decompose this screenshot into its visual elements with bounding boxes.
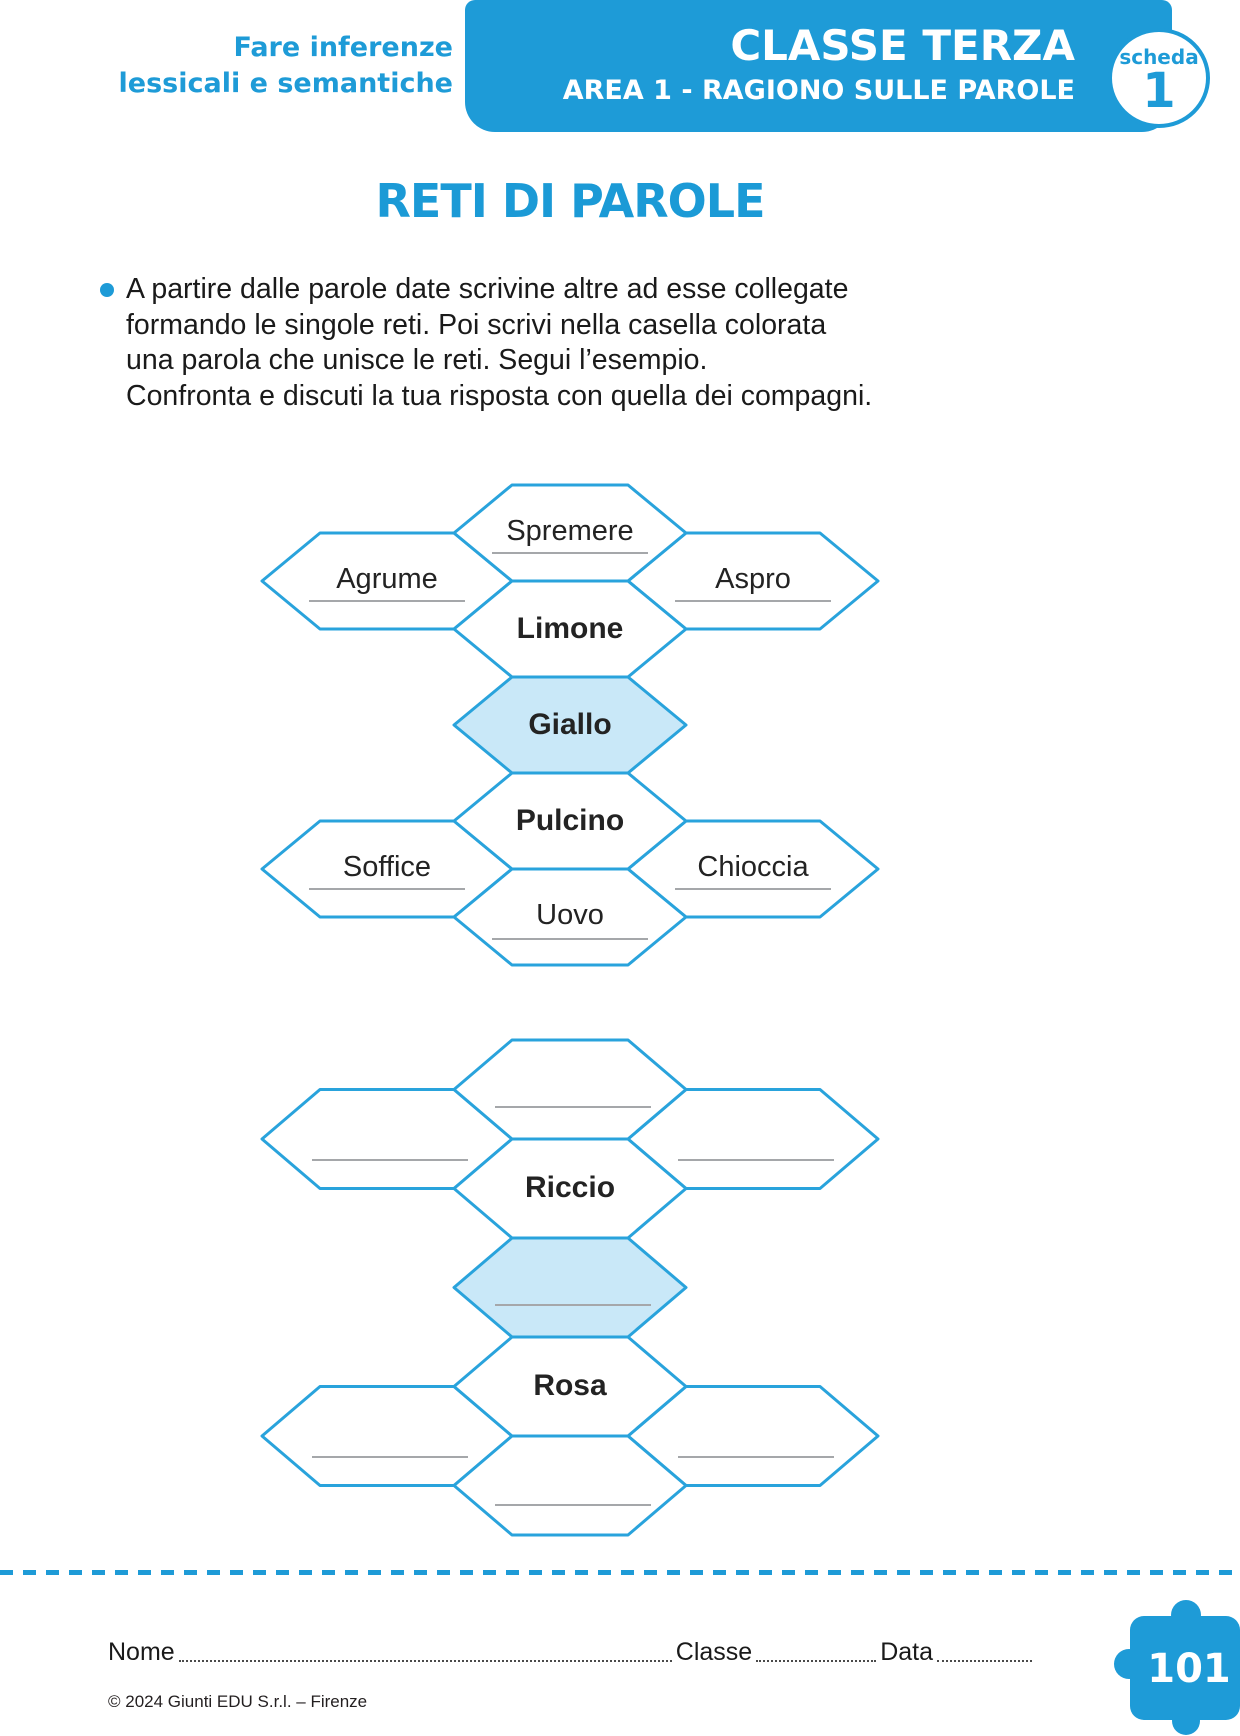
scheda-badge: scheda 1	[1108, 28, 1210, 128]
puzzle-body	[1130, 1616, 1240, 1720]
hex-n2-connector	[452, 1236, 688, 1339]
n1-given-lower: Pulcino	[515, 804, 625, 837]
instructions: A partire dalle parole date scrivine alt…	[100, 272, 1120, 414]
puzzle-knob-left	[1114, 1649, 1144, 1679]
page-number-puzzle: 101	[1114, 1600, 1240, 1735]
date-field-line[interactable]	[937, 1660, 1032, 1662]
instructions-line3: una parola che unisce le reti. Segui l’e…	[126, 344, 708, 376]
n1-answer-left-lower: Soffice	[342, 851, 432, 883]
n1-answer-right-upper-line[interactable]	[675, 600, 831, 602]
instructions-line2: formando le singole reti. Poi scrivi nel…	[126, 308, 827, 341]
lesson-topic-line2: lessicali e semantiche	[118, 68, 453, 99]
date-label: Data	[880, 1638, 933, 1666]
puzzle-knob-top	[1171, 1600, 1201, 1630]
name-label: Nome	[108, 1638, 175, 1666]
n1-answer-right-lower-line[interactable]	[675, 888, 831, 890]
page-title: RETI DI PAROLE	[375, 174, 765, 228]
n1-answer-left-upper-line[interactable]	[309, 600, 465, 602]
n1-answer-bottom-line[interactable]	[492, 938, 648, 940]
dashed-separator	[0, 1570, 1240, 1575]
n2-blank-bottom-line[interactable]	[495, 1504, 651, 1506]
area-subtitle: AREA 1 - RAGIONO SULLE PAROLE	[562, 75, 1075, 106]
lesson-topic: Fare inferenze lessicali e semantiche	[95, 30, 453, 102]
hex-n2-top	[452, 1038, 688, 1141]
n2-connector-blank-line[interactable]	[495, 1304, 651, 1306]
n2-given-upper: Riccio	[524, 1171, 616, 1204]
lesson-topic-line1: Fare inferenze	[233, 32, 453, 63]
scheda-badge-label: scheda	[1119, 45, 1199, 69]
copyright-text: © 2024 Giunti EDU S.r.l. – Firenze	[108, 1692, 368, 1711]
n1-answer-right-upper: Aspro	[715, 563, 791, 595]
n2-given-lower: Rosa	[533, 1369, 607, 1402]
n1-connector-word: Giallo	[528, 708, 612, 741]
puzzle-knob-bottom	[1172, 1707, 1200, 1735]
n1-answer-bottom: Uovo	[536, 899, 604, 931]
class-field-line[interactable]	[756, 1660, 877, 1662]
class-title: CLASSE TERZA	[730, 21, 1075, 70]
instructions-text: A partire dalle parole date scrivine alt…	[126, 272, 872, 414]
hex-n2-bottom	[452, 1434, 688, 1537]
class-label: Classe	[675, 1638, 753, 1666]
n1-answer-right-lower: Chioccia	[697, 851, 809, 883]
instructions-line4: Confronta e discuti la tua risposta con …	[126, 379, 873, 412]
header-banner-text: CLASSE TERZA AREA 1 - RAGIONO SULLE PARO…	[563, 22, 1075, 108]
n2-blank-top-line[interactable]	[495, 1106, 651, 1108]
n2-blank-left-upper-line[interactable]	[312, 1159, 468, 1161]
n1-answer-top: Spremere	[506, 515, 634, 547]
scheda-badge-number: 1	[1142, 63, 1176, 119]
n2-blank-left-lower-line[interactable]	[312, 1456, 468, 1458]
page-number: 101	[1147, 1646, 1231, 1692]
instructions-line1: A partire dalle parole date scrivine alt…	[126, 273, 849, 305]
name-field-line[interactable]	[178, 1660, 672, 1662]
header-banner: CLASSE TERZA AREA 1 - RAGIONO SULLE PARO…	[465, 0, 1172, 132]
n1-answer-left-upper: Agrume	[336, 563, 438, 595]
footer-fields: Nome Classe Data	[108, 1638, 1036, 1667]
n2-blank-right-lower-line[interactable]	[678, 1456, 834, 1458]
n2-blank-right-upper-line[interactable]	[678, 1159, 834, 1161]
n1-given-upper: Limone	[516, 612, 624, 645]
n1-answer-left-lower-line[interactable]	[309, 888, 465, 890]
bullet-icon	[100, 283, 114, 297]
n1-answer-top-line[interactable]	[492, 552, 648, 554]
